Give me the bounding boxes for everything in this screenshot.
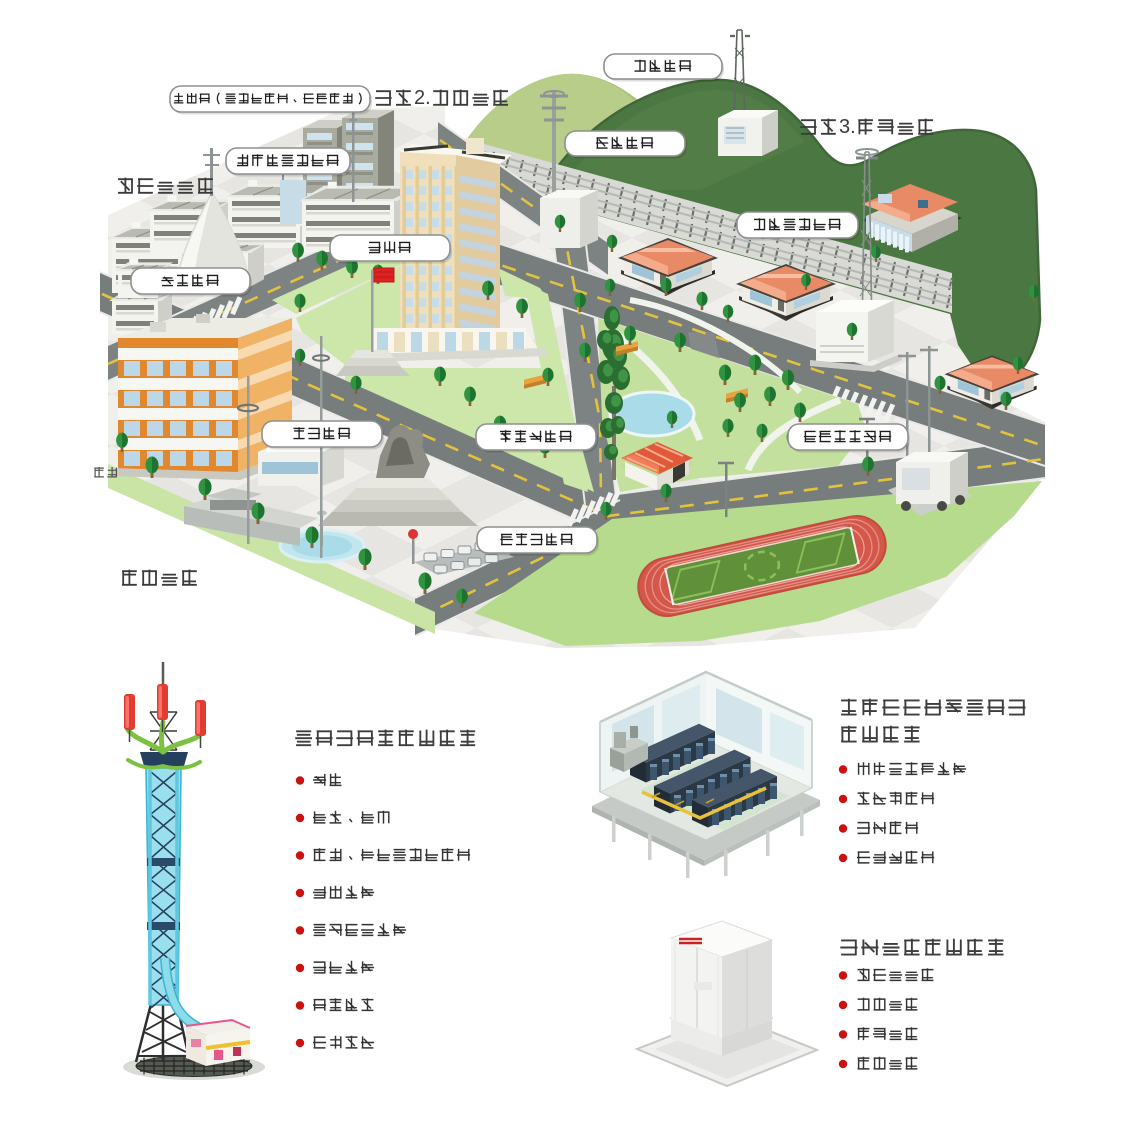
- svg-text:3.: 3.: [839, 116, 856, 138]
- svg-text:2.: 2.: [414, 87, 431, 109]
